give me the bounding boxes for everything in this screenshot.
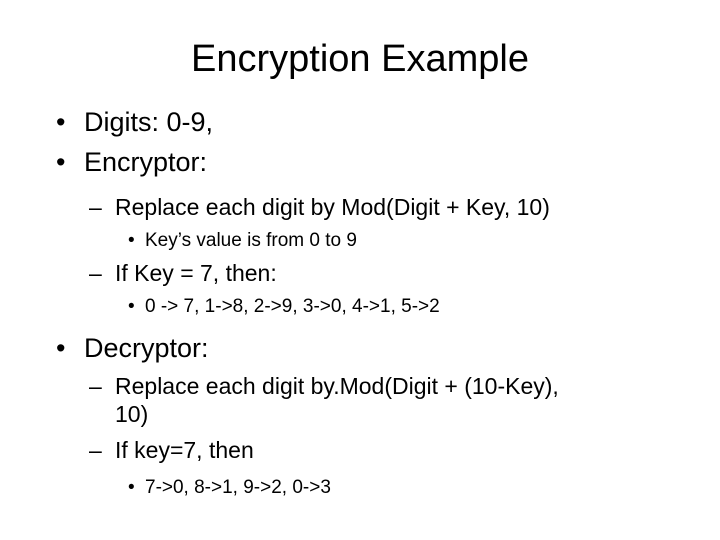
bullet-marker: • [128,296,135,317]
sub-bullet-encrypt-example: If Key = 7, then: [115,260,277,286]
sub-bullet-encrypt-rule: Replace each digit by Mod(Digit + Key, 1… [115,194,550,220]
bullet-digits: Digits: 0-9, [84,107,214,137]
bullet-marker: • [128,230,135,251]
slide-title: Encryption Example [191,38,529,80]
dash-marker: – [89,194,102,220]
dash-marker: – [89,260,102,286]
bullet-marker: • [128,477,135,498]
bullet-marker: • [56,107,66,137]
sub-bullet-decrypt-rule-continuation: 10) [115,401,149,427]
sub-bullet-decrypt-example: If key=7, then [115,437,254,463]
bullet-marker: • [56,333,66,363]
sub-sub-bullet-key-range: Key’s value is from 0 to 9 [145,230,357,251]
sub-sub-bullet-decrypt-mapping: 7->0, 8->1, 9->2, 0->3 [145,477,331,498]
sub-sub-bullet-encrypt-mapping: 0 -> 7, 1->8, 2->9, 3->0, 4->1, 5->2 [145,296,440,317]
bullet-marker: • [56,147,66,177]
sub-bullet-decrypt-rule: Replace each digit by.Mod(Digit + (10-Ke… [115,373,559,399]
bullet-decryptor: Decryptor: [84,333,209,363]
dash-marker: – [89,373,102,399]
dash-marker: – [89,437,102,463]
bullet-encryptor: Encryptor: [84,147,208,177]
